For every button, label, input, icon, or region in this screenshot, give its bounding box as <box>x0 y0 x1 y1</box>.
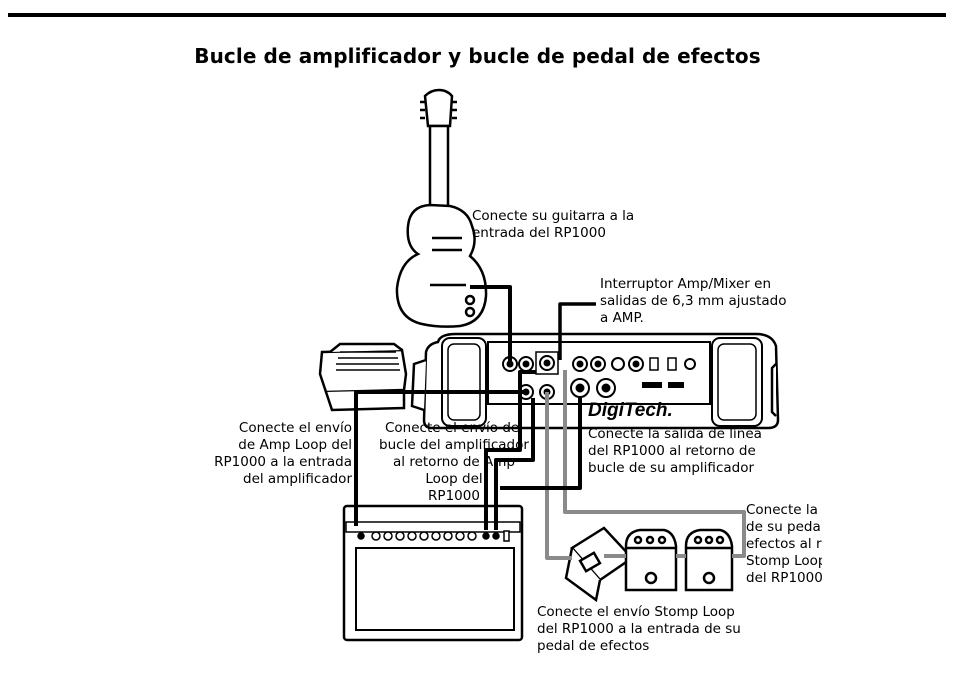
caption-amp-loop-send: Conecte el envío de Amp Loop del RP1000 … <box>214 420 352 487</box>
caption-line-out: Conecte la salida de línea del RP1000 al… <box>588 426 762 476</box>
caption-stomp-loop-return-clip: Conecte la de su pedal efectos al re Sto… <box>746 500 822 600</box>
stomp-pedal-3-icon <box>684 528 734 592</box>
caption-stomp-loop-send: Conecte el envío Stomp Loop del RP1000 a… <box>537 604 741 654</box>
switch-pointer <box>558 302 596 360</box>
top-rule <box>8 13 946 17</box>
guitar-cable <box>470 285 512 364</box>
caption-stomp-loop-return: Conecte la de su pedal efectos al re Sto… <box>746 502 822 586</box>
caption-amp-loop-return: Conecte el envío del bucle del amplifica… <box>379 420 529 504</box>
black-cables <box>354 285 596 530</box>
caption-guitar-input: Conecte su guitarra a la entrada del RP1… <box>472 208 635 241</box>
stomp-send-cable <box>545 392 572 560</box>
gray-cables <box>545 370 746 560</box>
stomp-return-cable <box>563 370 746 558</box>
amp-send-cable <box>354 390 526 526</box>
guitar-icon <box>395 88 488 328</box>
line-out-cable <box>500 396 582 490</box>
page-title: Bucle de amplificador y bucle de pedal d… <box>194 44 761 68</box>
brand-logo: DigiTech. <box>588 400 673 421</box>
stomp-pedal-2-icon <box>624 528 678 592</box>
amp-return-cable <box>484 370 536 530</box>
amplifier-icon <box>342 504 524 642</box>
stomp-pedal-1-icon <box>564 526 634 603</box>
expression-pedal-icon <box>318 342 408 412</box>
caption-amp-mixer-switch: Interruptor Amp/Mixer en salidas de 6,3 … <box>600 276 787 326</box>
amp-return-cable-2 <box>494 398 535 530</box>
